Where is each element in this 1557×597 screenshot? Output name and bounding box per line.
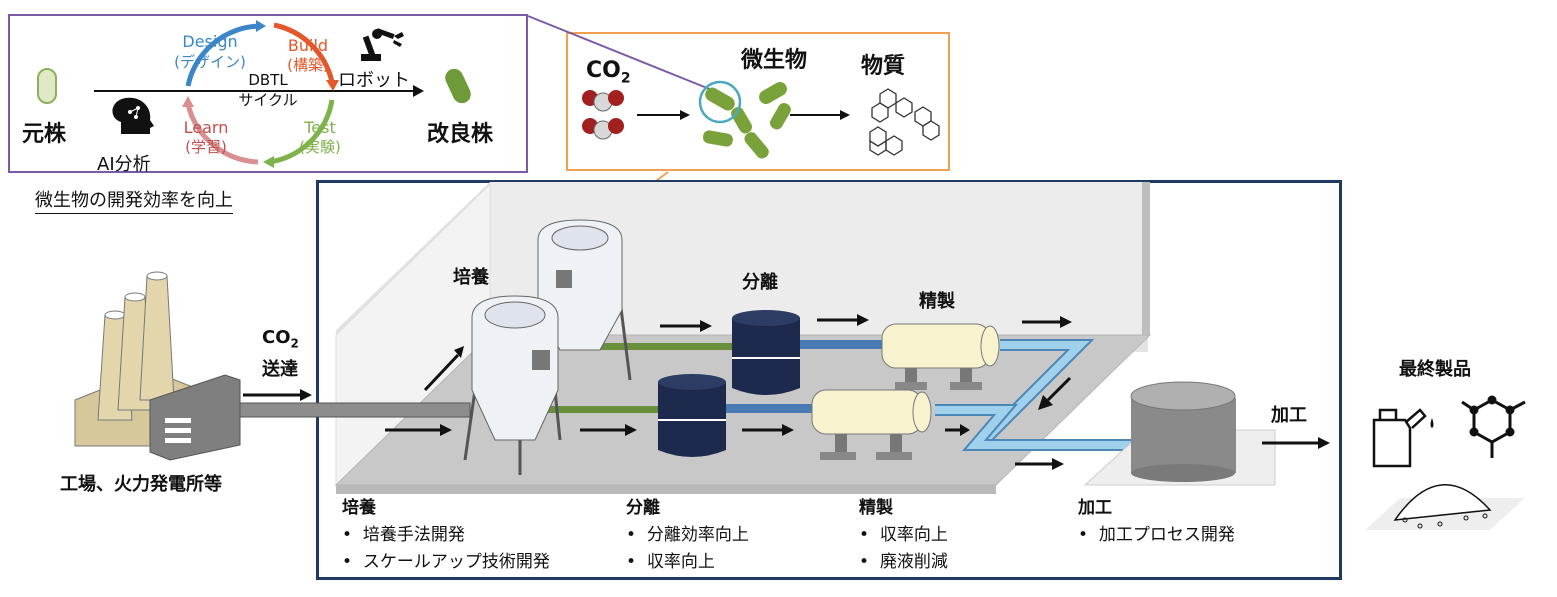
- processing-list-title: 加工: [1078, 498, 1112, 518]
- oil-drop-icon: [1430, 418, 1434, 428]
- co2-transport-label: 送達: [262, 359, 298, 380]
- purification-list-item: • 収率向上: [859, 525, 948, 545]
- culture-list: 培養 • 培養手法開発 • スケールアップ技術開発: [342, 495, 550, 576]
- final-products-label: 最終製品: [1399, 359, 1471, 380]
- test-label: Test: [304, 118, 336, 137]
- learn-label: Learn: [183, 118, 229, 137]
- test-arc: [269, 99, 335, 165]
- micro-co2-label: CO2: [586, 58, 631, 87]
- dbtl-graphics: [37, 20, 471, 168]
- build-label: Build: [287, 36, 329, 55]
- processing-tank: [1083, 381, 1276, 486]
- robot-arm-icon: [361, 28, 404, 61]
- build-ja-label: (構築): [287, 56, 329, 74]
- microbe-label: 微生物: [741, 48, 808, 73]
- ai-analysis-label: AI分析: [97, 154, 151, 175]
- robot-label: ロボット: [338, 70, 410, 91]
- substance-label: 物質: [861, 54, 906, 79]
- learn-arc: [185, 103, 259, 165]
- powder-pile-icon: [1365, 484, 1525, 530]
- flow-arrows: [243, 314, 1330, 470]
- front-culture-tank: [463, 295, 562, 475]
- factory-icon: [74, 271, 241, 461]
- design-label: Design: [182, 32, 238, 51]
- test-ja-label: (実験): [299, 138, 341, 156]
- co2-molecule-icon: [582, 90, 624, 140]
- microbe-cluster-icon: [702, 81, 791, 159]
- culture-list-item: • スケールアップ技術開発: [342, 552, 550, 572]
- factory-co2-label: CO2: [262, 327, 299, 351]
- improved-strain-label: 改良株: [427, 122, 494, 147]
- cycle-label-line2: サイクル: [238, 91, 298, 109]
- magnifier-circle: [698, 80, 742, 124]
- processing-list-item: • 加工プロセス開発: [1078, 525, 1235, 545]
- separation-label: 分離: [742, 272, 778, 293]
- substance-molecule-icon: [869, 88, 940, 156]
- separation-list-item: • 分離効率向上: [626, 525, 749, 545]
- back-separator: [732, 310, 800, 395]
- separation-list-item: • 収率向上: [626, 552, 715, 572]
- efficiency-caption: 微生物の開発効率を向上: [35, 186, 233, 214]
- front-purifier: [811, 389, 932, 460]
- axis-arrowhead-icon: [413, 85, 424, 97]
- purification-label: 精製: [919, 291, 955, 312]
- build-arc: [273, 22, 335, 83]
- front-separator: [658, 374, 726, 457]
- cycle-label-line1: DBTL: [248, 71, 288, 89]
- factory-label: 工場、火力発電所等: [60, 474, 222, 495]
- ai-head-icon: [112, 97, 154, 134]
- design-ja-label: (デザイン): [174, 53, 246, 71]
- back-purifier: [881, 323, 1000, 390]
- dbtl-panel: [8, 14, 528, 173]
- purification-list-item: • 廃液削減: [859, 552, 948, 572]
- back-culture-tank: [537, 219, 632, 381]
- processing-list: 加工 • 加工プロセス開発: [1078, 495, 1235, 549]
- origin-strain-icon: [37, 68, 57, 104]
- benzene-icon: [1461, 395, 1526, 458]
- origin-strain-label: 元株: [22, 122, 67, 147]
- fuel-can-icon: [1372, 408, 1427, 468]
- purification-list: 精製 • 収率向上 • 廃液削減: [859, 495, 948, 576]
- plant-panel: [316, 180, 1342, 580]
- culture-list-item: • 培養手法開発: [342, 525, 465, 545]
- separation-list: 分離 • 分離効率向上 • 収率向上: [626, 495, 749, 576]
- processing-label: 加工: [1271, 405, 1307, 426]
- culture-list-title: 培養: [342, 498, 376, 518]
- learn-ja-label: (学習): [185, 138, 227, 156]
- culture-label: 培養: [453, 267, 489, 288]
- improved-strain-icon: [445, 68, 471, 104]
- purification-list-title: 精製: [859, 498, 893, 518]
- design-arc: [185, 23, 261, 87]
- separation-list-title: 分離: [626, 498, 660, 518]
